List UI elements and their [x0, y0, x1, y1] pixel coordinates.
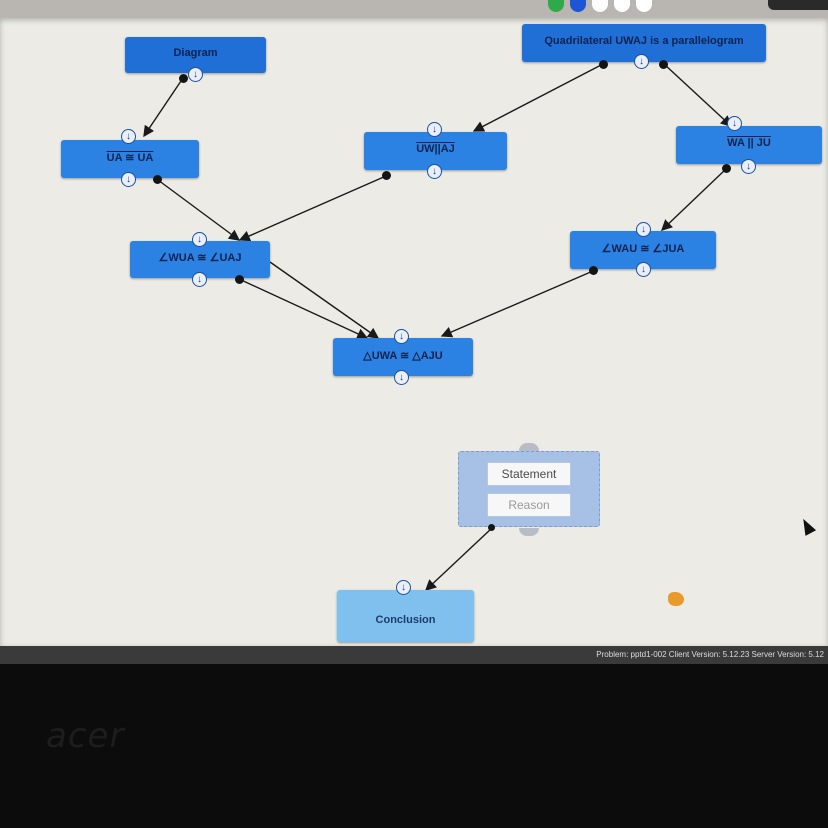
connector-handle[interactable]	[153, 175, 162, 184]
down-arrow-icon[interactable]: ↓	[192, 272, 207, 287]
angle-wau-label: ∠WAU ≅ ∠JUA	[601, 242, 685, 255]
white-dot-icon[interactable]	[614, 0, 630, 12]
down-arrow-icon[interactable]: ↓	[121, 129, 136, 144]
triangle-congruence-node[interactable]: △UWA ≅ △AJU	[333, 338, 473, 376]
conclusion-node[interactable]: Conclusion	[337, 590, 474, 642]
diagram-label: Diagram	[173, 47, 218, 59]
down-arrow-icon[interactable]: ↓	[192, 232, 207, 247]
statement-field[interactable]: Statement	[487, 462, 571, 486]
laptop-logo: acer	[46, 716, 125, 756]
account-area[interactable]	[768, 0, 828, 10]
angle-wua-node[interactable]: ∠WUA ≅ ∠UAJ	[130, 241, 270, 278]
connector-handle[interactable]	[382, 171, 391, 180]
down-arrow-icon[interactable]: ↓	[121, 172, 136, 187]
status-bar: Problem: pptd1-002 Client Version: 5.12.…	[0, 646, 828, 664]
down-arrow-icon[interactable]: ↓	[394, 370, 409, 385]
wa-parallel-label: WA || JU	[727, 137, 771, 149]
down-arrow-icon[interactable]: ↓	[427, 122, 442, 137]
statement-reason-box[interactable]: Statement Reason	[458, 451, 600, 527]
status-text: Problem: pptd1-002 Client Version: 5.12.…	[596, 650, 824, 659]
uw-parallel-node[interactable]: UW||AJ	[364, 132, 507, 170]
white-dot-icon[interactable]	[592, 0, 608, 12]
proof-canvas[interactable]	[0, 18, 828, 646]
down-arrow-icon[interactable]: ↓	[636, 222, 651, 237]
down-arrow-icon[interactable]: ↓	[727, 116, 742, 131]
connector-handle[interactable]	[589, 266, 598, 275]
triangle-congruence-label: △UWA ≅ △AJU	[363, 349, 443, 362]
drag-handle-top[interactable]	[519, 443, 539, 451]
down-arrow-icon[interactable]: ↓	[427, 164, 442, 179]
down-arrow-icon[interactable]: ↓	[396, 580, 411, 595]
uw-parallel-label: UW||AJ	[416, 143, 455, 155]
screen-reflection	[668, 592, 684, 606]
down-arrow-icon[interactable]: ↓	[394, 329, 409, 344]
white-dot-icon[interactable]	[636, 0, 652, 12]
connector-handle[interactable]	[722, 164, 731, 173]
down-arrow-icon[interactable]: ↓	[741, 159, 756, 174]
wa-parallel-node[interactable]: WA || JU	[676, 126, 822, 164]
toolbar-dots	[548, 0, 652, 12]
green-dot-icon[interactable]	[548, 0, 564, 12]
conclusion-label: Conclusion	[375, 614, 436, 626]
drag-handle-bottom[interactable]	[519, 528, 539, 536]
connector-handle[interactable]	[235, 275, 244, 284]
blue-dot-icon[interactable]	[570, 0, 586, 12]
given-node[interactable]: Quadrilateral UWAJ is a parallelogram	[522, 24, 766, 62]
angle-wua-label: ∠WUA ≅ ∠UAJ	[158, 252, 242, 264]
connector-handle[interactable]	[179, 74, 188, 83]
connector-handle[interactable]	[488, 524, 495, 531]
connector-handle[interactable]	[599, 60, 608, 69]
given-label: Quadrilateral UWAJ is a parallelogram	[544, 35, 744, 47]
down-arrow-icon[interactable]: ↓	[188, 67, 203, 82]
connector-handle[interactable]	[659, 60, 668, 69]
down-arrow-icon[interactable]: ↓	[634, 54, 649, 69]
reason-field[interactable]: Reason	[487, 493, 571, 517]
down-arrow-icon[interactable]: ↓	[636, 262, 651, 277]
ua-congruent-node[interactable]: UA ≅ UA	[61, 140, 199, 178]
ua-congruent-label: UA ≅ UA	[106, 151, 154, 164]
